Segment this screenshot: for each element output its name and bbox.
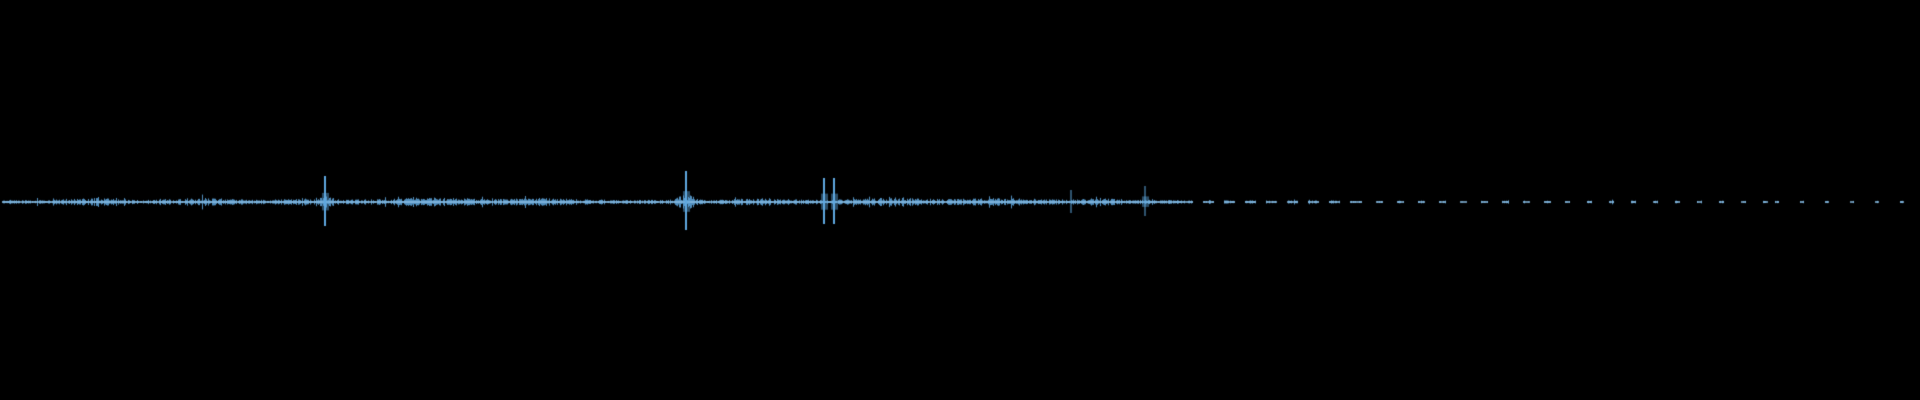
waveform-canvas[interactable] [0, 0, 1920, 400]
audio-waveform-display [0, 0, 1920, 400]
